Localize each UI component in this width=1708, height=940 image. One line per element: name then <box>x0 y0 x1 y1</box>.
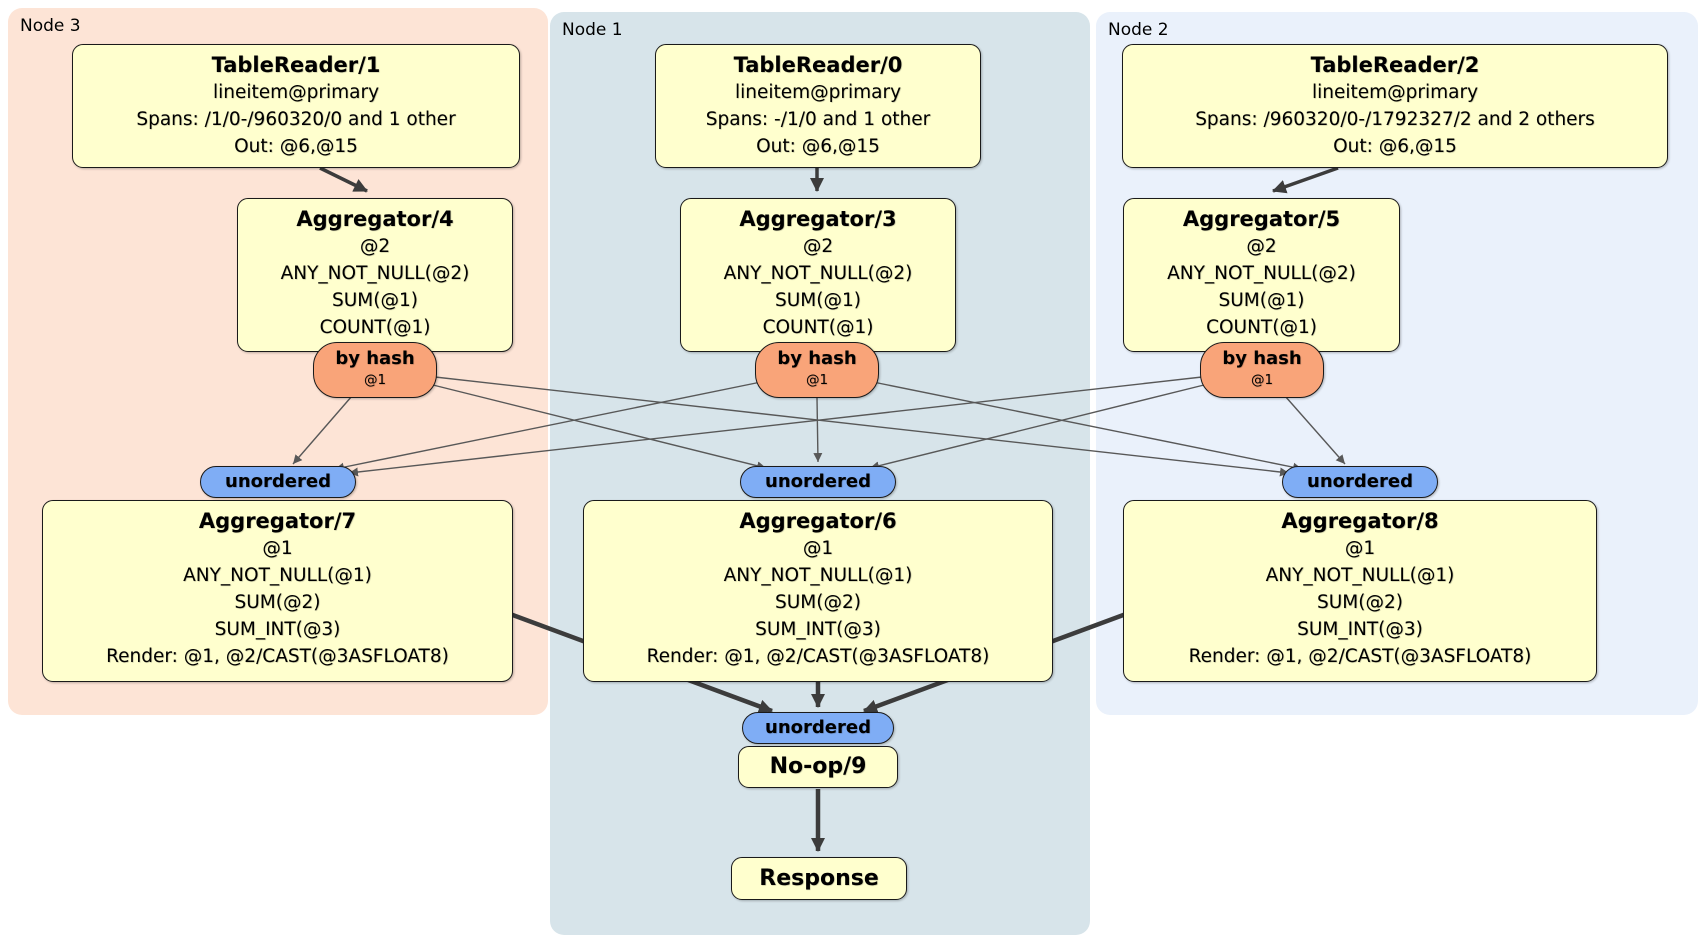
processor-aggregator-6: Aggregator/6 @1 ANY_NOT_NULL(@1) SUM(@2)… <box>583 500 1053 682</box>
processor-aggregator-8: Aggregator/8 @1 ANY_NOT_NULL(@1) SUM(@2)… <box>1123 500 1597 682</box>
edge-hash5-sync7 <box>348 376 1203 477</box>
processor-title: Response <box>759 866 879 891</box>
processor-detail: COUNT(@1) <box>319 317 431 338</box>
edge-hash3-sync8 <box>872 381 1303 472</box>
processor-detail: COUNT(@1) <box>1206 317 1317 338</box>
sync-unordered-8: unordered <box>1282 466 1438 498</box>
processor-title: TableReader/1 <box>211 53 381 77</box>
processor-detail: @1 <box>1344 538 1376 559</box>
processor-aggregator-5: Aggregator/5 @2 ANY_NOT_NULL(@2) SUM(@1)… <box>1123 198 1400 352</box>
processor-detail: SUM(@2) <box>1317 592 1403 613</box>
processor-aggregator-3: Aggregator/3 @2 ANY_NOT_NULL(@2) SUM(@1)… <box>680 198 956 352</box>
router-label: by hash <box>1222 348 1302 369</box>
processor-detail: @2 <box>802 236 834 257</box>
processor-detail: SUM(@2) <box>775 592 861 613</box>
edge-tr1-agg4 <box>319 166 368 193</box>
processor-tablereader-1: TableReader/1 lineitem@primary Spans: /1… <box>72 44 520 168</box>
edge-hash3-sync7 <box>334 381 762 472</box>
router-by-hash-5: by hash @1 <box>1200 342 1324 398</box>
processor-detail: Render: @1, @2/CAST(@3ASFLOAT8) <box>106 646 449 667</box>
edge-hash4-sync7 <box>292 395 353 465</box>
processor-title: Aggregator/8 <box>1281 509 1439 533</box>
processor-detail: Render: @1, @2/CAST(@3ASFLOAT8) <box>1188 646 1532 667</box>
processor-noop-9: No-op/9 <box>738 746 898 788</box>
processor-detail: SUM(@1) <box>775 290 861 311</box>
processor-detail: SUM(@2) <box>234 592 321 613</box>
sync-unordered-7: unordered <box>200 466 356 498</box>
router-by-hash-3: by hash @1 <box>755 342 879 398</box>
processor-detail: SUM_INT(@3) <box>1297 619 1423 640</box>
router-detail: @1 <box>363 372 387 388</box>
processor-detail: @2 <box>1246 236 1277 257</box>
processor-title: Aggregator/3 <box>739 207 897 231</box>
router-detail: @1 <box>805 372 829 388</box>
region-node-1-label: Node 1 <box>562 20 623 40</box>
processor-aggregator-7: Aggregator/7 @1 ANY_NOT_NULL(@1) SUM(@2)… <box>42 500 513 682</box>
processor-detail: ANY_NOT_NULL(@2) <box>723 263 913 284</box>
processor-title: Aggregator/6 <box>739 509 897 533</box>
processor-title: TableReader/0 <box>733 53 903 77</box>
region-node-3-label: Node 3 <box>20 16 81 36</box>
processor-detail: lineitem@primary <box>1311 82 1479 103</box>
edge-hash5-sync6 <box>869 383 1209 471</box>
processor-tablereader-0: TableReader/0 lineitem@primary Spans: -/… <box>655 44 981 168</box>
processor-response: Response <box>731 857 907 900</box>
processor-title: Aggregator/4 <box>296 207 454 231</box>
router-label: by hash <box>777 348 857 369</box>
processor-detail: @2 <box>359 236 391 257</box>
processor-detail: Render: @1, @2/CAST(@3ASFLOAT8) <box>646 646 990 667</box>
sync-unordered-final: unordered <box>742 712 894 744</box>
router-by-hash-4: by hash @1 <box>313 342 437 398</box>
processor-aggregator-4: Aggregator/4 @2 ANY_NOT_NULL(@2) SUM(@1)… <box>237 198 513 352</box>
processor-detail: ANY_NOT_NULL(@2) <box>280 263 470 284</box>
processor-title: Aggregator/5 <box>1182 207 1341 231</box>
processor-detail: SUM(@1) <box>1218 290 1305 311</box>
processor-title: Aggregator/7 <box>198 509 357 533</box>
processor-tablereader-2: TableReader/2 lineitem@primary Spans: /9… <box>1122 44 1668 168</box>
processor-detail: Out: @6,@15 <box>234 136 358 157</box>
edge-hash4-sync6 <box>428 383 767 471</box>
edge-hash3-sync6 <box>813 397 823 463</box>
processor-detail: ANY_NOT_NULL(@1) <box>723 565 913 586</box>
processor-detail: COUNT(@1) <box>762 317 874 338</box>
processor-detail: Spans: /1/0-/960320/0 and 1 other <box>136 109 456 130</box>
processor-detail: SUM_INT(@3) <box>755 619 881 640</box>
processor-detail: @1 <box>262 538 293 559</box>
processor-title: TableReader/2 <box>1310 53 1480 77</box>
processor-detail: @1 <box>802 538 834 559</box>
processor-detail: lineitem@primary <box>734 82 902 103</box>
processor-detail: lineitem@primary <box>212 82 380 103</box>
router-detail: @1 <box>1250 372 1274 388</box>
router-label: by hash <box>335 348 415 369</box>
processor-detail: ANY_NOT_NULL(@2) <box>1167 263 1356 284</box>
processor-title: No-op/9 <box>769 754 867 779</box>
processor-detail: Out: @6,@15 <box>756 136 880 157</box>
processor-detail: SUM(@1) <box>332 290 418 311</box>
processor-detail: Spans: -/1/0 and 1 other <box>705 109 931 130</box>
processor-detail: Spans: /960320/0-/1792327/2 and 2 others <box>1195 109 1595 130</box>
processor-detail: ANY_NOT_NULL(@1) <box>183 565 372 586</box>
region-node-2-label: Node 2 <box>1108 20 1169 40</box>
edge-hash4-sync8 <box>434 376 1290 477</box>
edge-tr2-agg5 <box>1272 166 1339 194</box>
sync-unordered-6: unordered <box>740 466 896 498</box>
processor-detail: SUM_INT(@3) <box>214 619 341 640</box>
processor-detail: ANY_NOT_NULL(@1) <box>1265 565 1455 586</box>
edge-hash5-sync8 <box>1284 395 1346 465</box>
processor-detail: Out: @6,@15 <box>1333 136 1457 157</box>
